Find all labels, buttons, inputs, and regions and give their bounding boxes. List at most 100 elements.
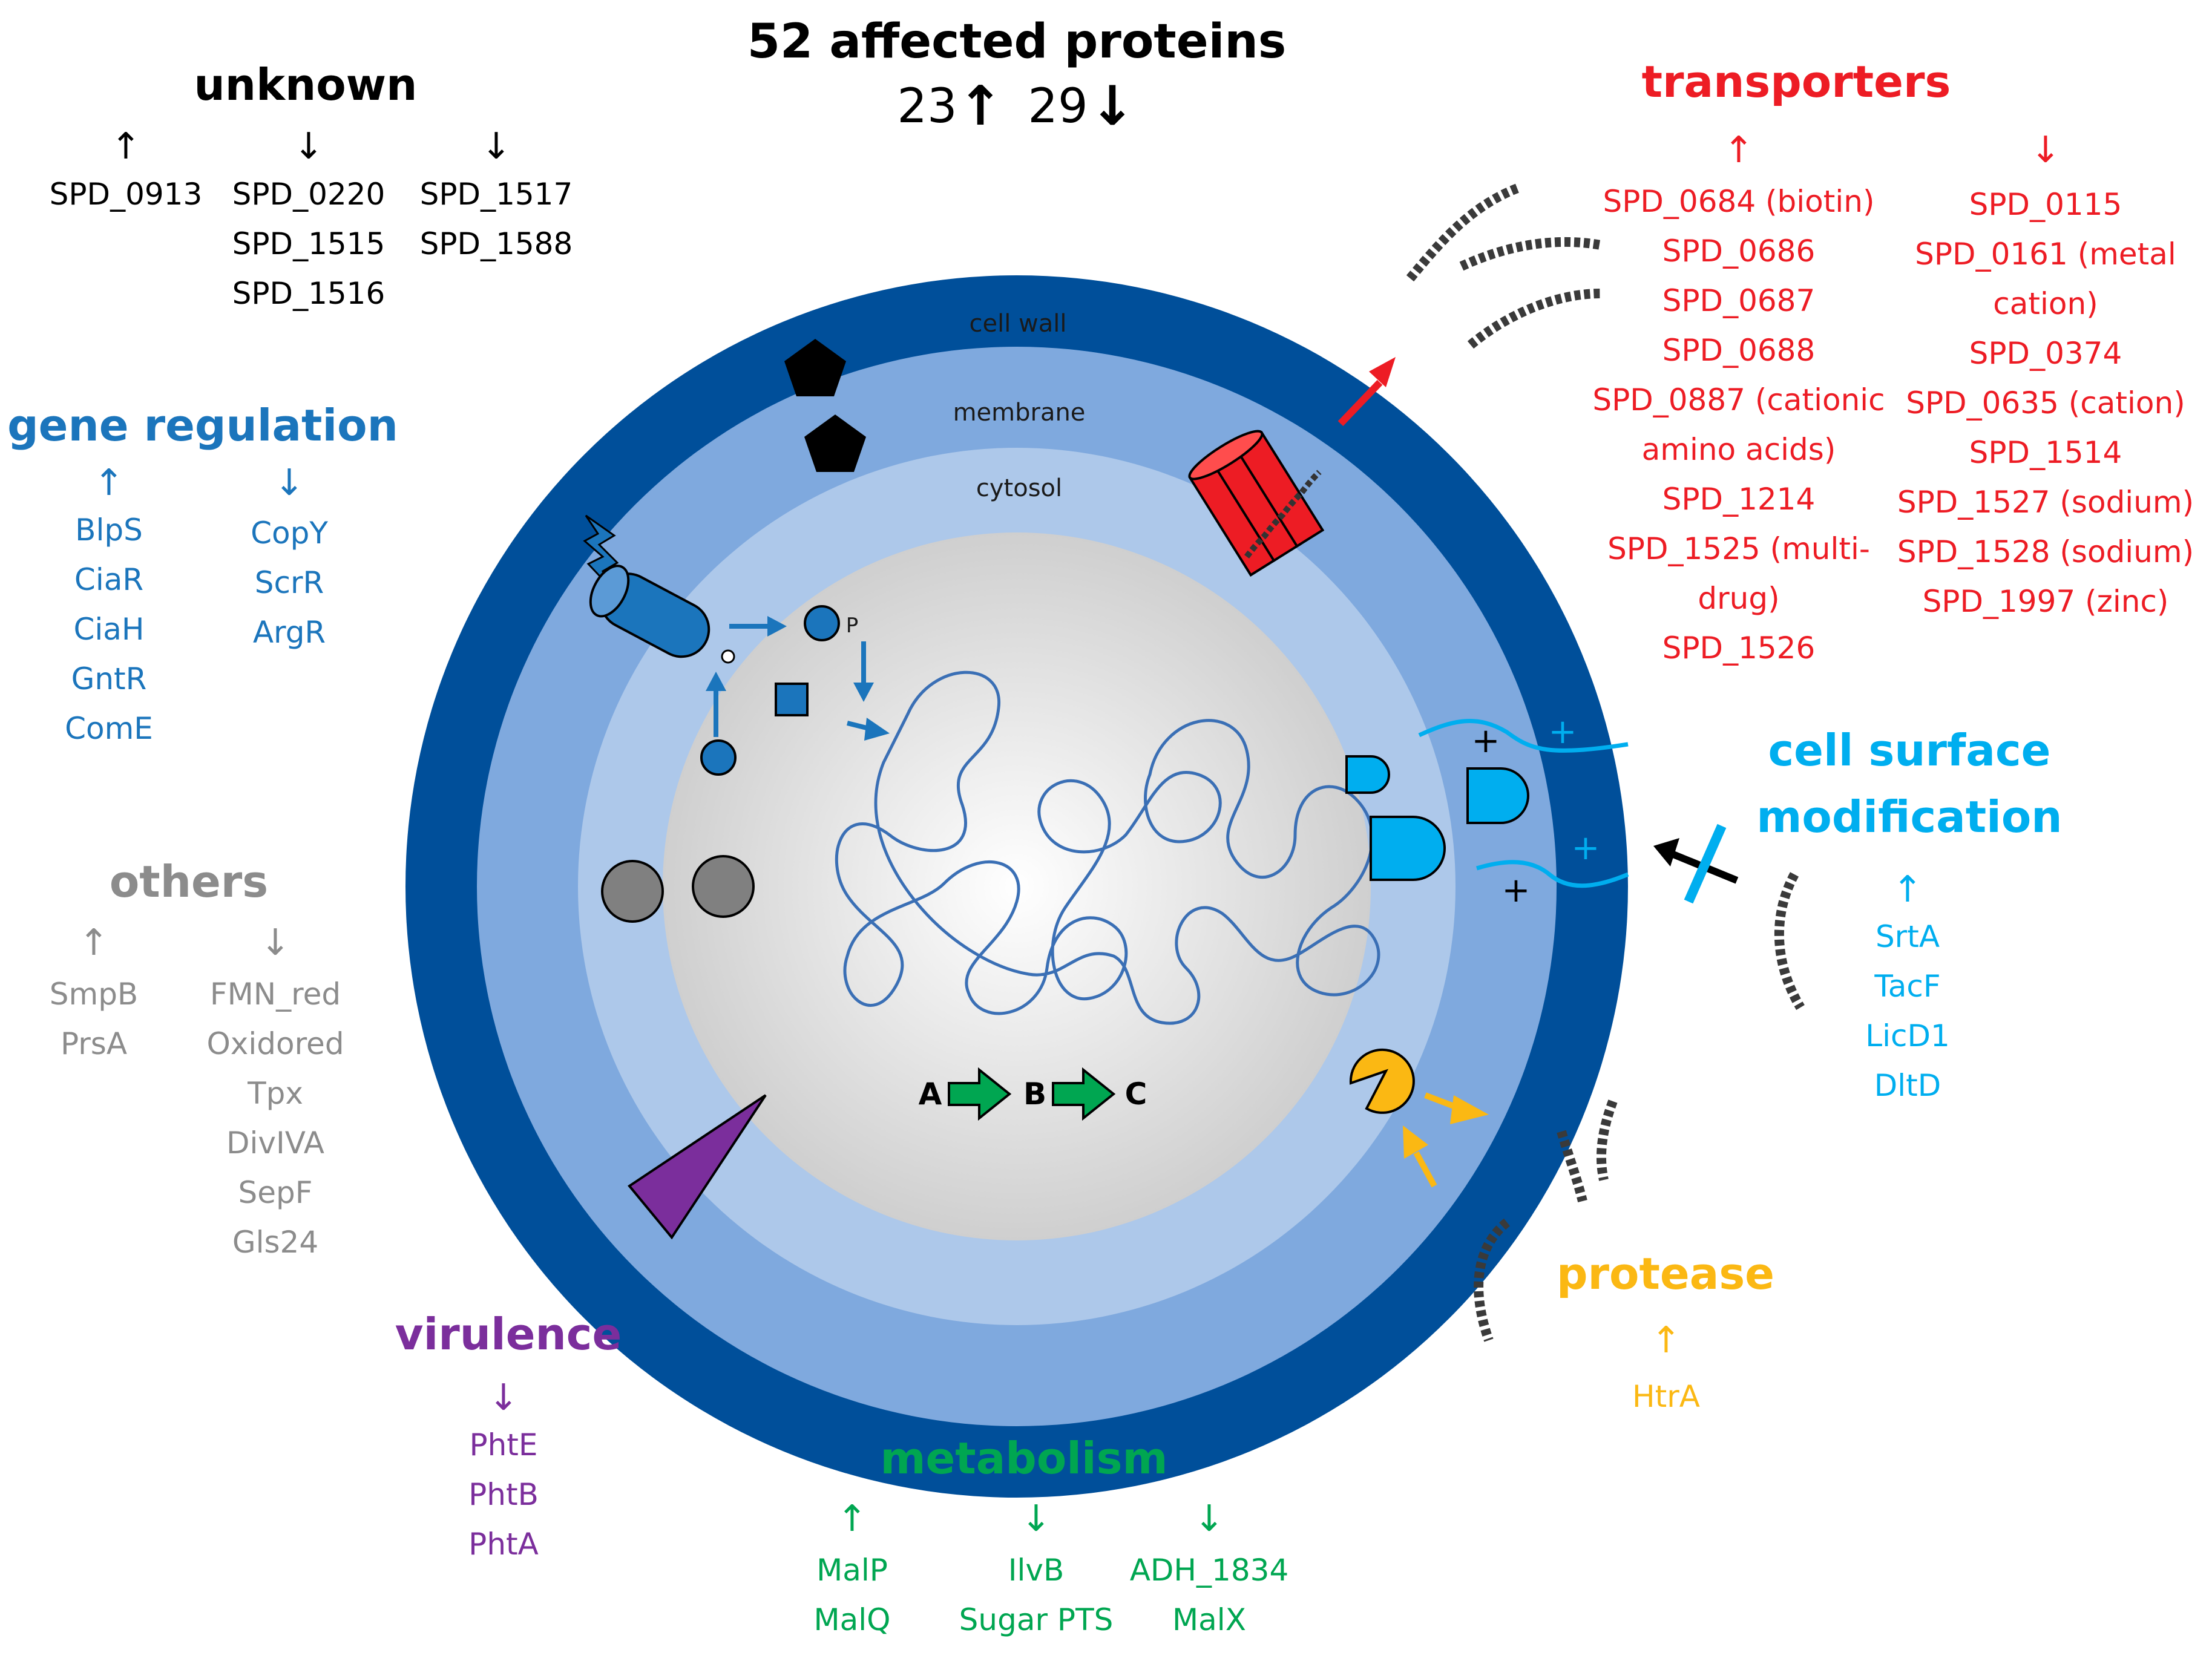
transporter-item: SPD_0635 (cation)	[1906, 385, 2185, 421]
arrowhead-icon	[1369, 357, 1396, 387]
up-arrow-icon: ↑	[837, 1498, 867, 1540]
down-arrow-icon: ↓	[481, 125, 511, 168]
phospho-regulator	[804, 605, 840, 641]
gene-regulation-item: GntR	[71, 661, 147, 696]
arrowhead-icon	[864, 718, 890, 741]
capsule-label: capsule	[970, 213, 1063, 241]
gene-regulation-item: CopY	[251, 516, 328, 551]
down-arrow-icon: ↓	[294, 125, 324, 168]
pathway-c: C	[1125, 1076, 1147, 1112]
peptide-through-transporter-icon	[1244, 470, 1322, 559]
category-labels: unknown ↑ SPD_0913 ↓ SPD_0220SPD_1515SPD_151…	[7, 56, 2194, 1637]
unphosphorylated-regulator	[700, 739, 737, 776]
virulence-item: PhtA	[468, 1527, 539, 1562]
transporter-item: cation)	[1993, 286, 2098, 321]
export-arrow	[1337, 379, 1383, 427]
down-arrow-icon: ↓	[1021, 1498, 1051, 1540]
down-arrow-icon: ↓	[2030, 129, 2061, 171]
arrowhead-icon	[1403, 1125, 1428, 1159]
unknown-pentagon-icon	[784, 339, 846, 396]
transporter-item: SPD_1528 (sodium)	[1897, 534, 2194, 569]
transporter-item: drug)	[1698, 581, 1779, 616]
cell-surface-item: LicD1	[1865, 1018, 1950, 1053]
down-count: 29	[1028, 79, 1088, 134]
cell-surface-heading: cell surface	[1768, 725, 2051, 776]
gene-regulation-item: ScrR	[255, 565, 324, 600]
metabolism-item: MalQ	[813, 1602, 890, 1637]
peptide-icon	[1597, 1099, 1618, 1181]
peptide-icon	[1474, 1218, 1511, 1342]
gene-regulation-item: ArgR	[253, 615, 326, 650]
plus-charge: +	[1472, 721, 1500, 761]
cell-surface-item: DltD	[1874, 1068, 1941, 1103]
transporter-item: SPD_0684 (biotin)	[1603, 184, 1875, 219]
others-item: SepF	[238, 1175, 313, 1210]
transporter-item: SPD_1214	[1662, 482, 1816, 517]
membrane-label: membrane	[953, 399, 1086, 427]
peptide-icon	[1774, 872, 1805, 1011]
unknown-item: SPD_1515	[232, 226, 386, 261]
protease-in-arrow	[1413, 1151, 1437, 1188]
down-arrow-icon: ↓	[260, 922, 290, 964]
virulence-heading: virulence	[395, 1309, 622, 1360]
others-item: DivIVA	[226, 1125, 324, 1161]
block-bar	[1684, 824, 1727, 904]
peptide-icon	[1557, 1130, 1587, 1202]
cell-surface-heading: modification	[1756, 791, 2062, 842]
down-arrow-icon: ↓	[274, 462, 304, 504]
unknown-heading: unknown	[194, 59, 418, 110]
down-count-arrow: ↓	[1089, 74, 1135, 138]
up-arrow-icon: ↑	[1724, 129, 1754, 171]
surface-enzyme-icon	[1345, 755, 1391, 794]
others-item: Oxidored	[206, 1026, 344, 1061]
transporter-item: SPD_0374	[1969, 336, 2122, 371]
up-count: 23	[897, 79, 957, 134]
peptide-icon	[1467, 289, 1601, 349]
phospho-label: P	[846, 614, 859, 638]
protease-pacman-icon	[1349, 1048, 1415, 1114]
virulence-item: PhtE	[469, 1427, 537, 1463]
arrowhead-icon	[767, 616, 787, 637]
pathway-arrow-icon	[1052, 1067, 1116, 1121]
unknown-item: SPD_1516	[232, 276, 386, 311]
peptide-icon	[1459, 237, 1602, 271]
unknown-item: SPD_0220	[232, 177, 386, 212]
gene-regulation-item: CiaH	[73, 612, 144, 647]
others-heading: others	[110, 856, 268, 907]
metabolism-heading: metabolism	[880, 1433, 1167, 1484]
others-item: SmpB	[50, 977, 138, 1012]
peptide-icon	[1406, 183, 1521, 282]
chromosome-dna-icon	[835, 670, 1380, 1025]
metabolism-item: Sugar PTS	[959, 1602, 1114, 1637]
transporter-item: SPD_0115	[1969, 187, 2122, 222]
protease-heading: protease	[1557, 1248, 1774, 1299]
metabolism-item: MalP	[816, 1553, 888, 1588]
up-count-arrow: ↑	[957, 74, 1003, 138]
gene-regulation-item: CiaR	[74, 562, 143, 597]
teichoic-acid-upper	[1418, 719, 1629, 753]
down-arrow-icon: ↓	[1194, 1498, 1224, 1540]
transporter-item: SPD_1997 (zinc)	[1923, 584, 2169, 619]
transporter-item: SPD_1525 (multi-	[1607, 531, 1870, 566]
transporter-item: SPD_0688	[1662, 333, 1816, 368]
up-arrow-icon: ↑	[111, 125, 141, 168]
transporter-item: SPD_0686	[1662, 234, 1816, 269]
surface-enzyme-icon	[1466, 767, 1530, 824]
cytosol-label: cytosol	[976, 474, 1062, 502]
virulence-item: PhtB	[468, 1477, 539, 1512]
arrowhead-icon	[1450, 1095, 1489, 1124]
pathway-b: B	[1023, 1076, 1046, 1112]
others-item: Gls24	[232, 1225, 318, 1260]
transporter-item: SPD_1514	[1969, 435, 2122, 470]
cell-wall-label: cell wall	[970, 310, 1067, 338]
unknown-item: SPD_0913	[50, 177, 203, 212]
unknown-item: SPD_1588	[420, 226, 573, 261]
teichoic-acid-lower	[1475, 860, 1629, 888]
up-arrow-icon: ↑	[94, 462, 124, 504]
transporter-item: SPD_1527 (sodium)	[1897, 485, 2194, 520]
arrowhead-icon	[853, 683, 874, 702]
phosphate-small-icon	[721, 649, 735, 664]
metabolism-item: MalX	[1172, 1602, 1246, 1637]
pathway-arrow-icon	[948, 1067, 1012, 1121]
